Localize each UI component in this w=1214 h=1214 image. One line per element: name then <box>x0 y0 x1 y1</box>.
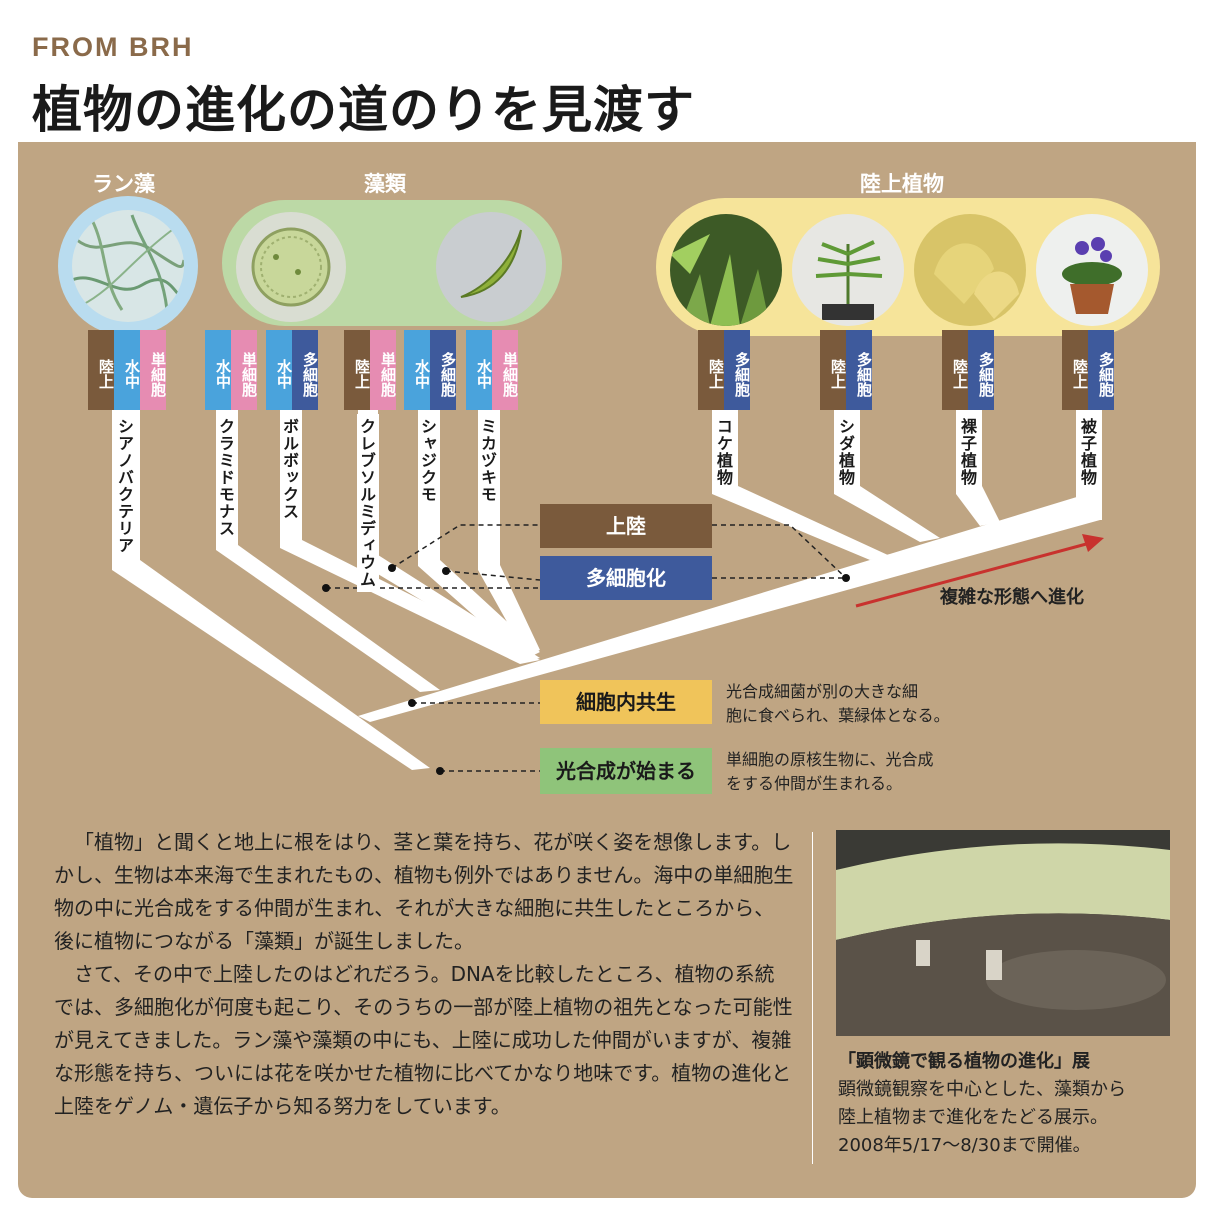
tag-multi-cell: 多細胞 <box>292 330 319 410</box>
ginkgo-photo <box>914 214 1026 326</box>
note-endosymbiosis-line-2: 胞に食べられ、葉緑体となる。 <box>726 706 950 725</box>
note-photosynthesis: 単細胞の原核生物に、光合成 をする仲間が生まれる。 <box>726 748 934 796</box>
tag-multi-cell: 多細胞 <box>724 330 751 410</box>
tag-land: 陸上 <box>820 330 847 410</box>
caption-line-1: 顕微鏡観察を中心とした、藻類から <box>838 1079 1126 1100</box>
tag-single-cell: 単細胞 <box>492 330 519 410</box>
complexity-arrowhead <box>1082 534 1104 552</box>
organism-name-chlamydomonas: クラミドモナス <box>216 414 238 541</box>
tag-land: 陸上 <box>942 330 969 410</box>
trunk-branch <box>358 496 1100 722</box>
caption-line-2: 陸上植物まで進化をたどる展示。 <box>838 1107 1108 1128</box>
complexity-arrow <box>855 541 1091 608</box>
organism-name-cyanobacteria: シアノバクテリア <box>115 414 137 558</box>
tag-single-cell: 単細胞 <box>370 330 397 410</box>
branch-moss <box>712 410 890 560</box>
tag-land: 陸上 <box>698 330 725 410</box>
organism-name-volvox: ボルボックス <box>280 414 302 524</box>
event-endosymbiosis: 細胞内共生 <box>540 680 712 724</box>
branch-cyanobacteria <box>112 410 430 770</box>
photo-caption: 「顕微鏡で観る植物の進化」展 顕微鏡観察を中心とした、藻類から 陸上植物まで進化… <box>838 1048 1178 1160</box>
page-title: 植物の進化の道のりを見渡す <box>32 81 695 139</box>
organism-name-gymnosperm: 裸子植物 <box>958 414 980 490</box>
tag-water: 水中 <box>404 330 431 410</box>
tag-land: 陸上 <box>1062 330 1089 410</box>
tag-land: 陸上 <box>88 330 115 410</box>
note-endosymbiosis-line-1: 光合成細菌が別の大きな細 <box>726 682 919 701</box>
volvox-photo <box>236 212 346 322</box>
cyanobacteria-photo <box>72 210 184 322</box>
fern-photo <box>792 214 904 326</box>
tag-water: 水中 <box>205 330 232 410</box>
moss-photo <box>670 214 782 326</box>
column-divider <box>812 832 813 1164</box>
organism-name-moss: コケ植物 <box>714 414 736 490</box>
arrow-label: 複雑な形態へ進化 <box>940 587 1084 608</box>
organism-name-chara: シャジクモ <box>418 414 440 507</box>
body-paragraph-2: さて、その中で上陸したのはどれだろう。DNAを比較したところ、植物の系統では、多… <box>54 962 793 1118</box>
organism-name-closterium: ミカヅキモ <box>478 414 500 507</box>
caption-title: 「顕微鏡で観る植物の進化」展 <box>838 1051 1090 1072</box>
tag-water: 水中 <box>114 330 141 410</box>
tag-water: 水中 <box>266 330 293 410</box>
event-photosynthesis: 光合成が始まる <box>540 748 712 794</box>
organism-name-fern: シダ植物 <box>836 414 858 490</box>
tag-single-cell: 単細胞 <box>231 330 258 410</box>
event-land: 上陸 <box>540 504 712 548</box>
organism-name-angiosperm: 被子植物 <box>1078 414 1100 490</box>
tag-water: 水中 <box>466 330 493 410</box>
tag-multi-cell: 多細胞 <box>968 330 995 410</box>
group-label-cyanobacteria: ラン藻 <box>92 172 155 196</box>
tag-multi-cell: 多細胞 <box>1088 330 1115 410</box>
tag-multi-cell: 多細胞 <box>430 330 457 410</box>
group-label-algae: 藻類 <box>364 172 406 196</box>
body-paragraph-1: 「植物」と聞くと地上に根をはり、茎と葉を持ち、花が咲く姿を想像します。しかし、生… <box>54 830 794 953</box>
organism-name-klebsormidium: クレブソルミディウム <box>357 414 379 592</box>
closterium-photo <box>436 212 546 322</box>
tag-land: 陸上 <box>344 330 371 410</box>
body-text: 「植物」と聞くと地上に根をはり、茎と葉を持ち、花が咲く姿を想像します。しかし、生… <box>54 826 794 1123</box>
note-endosymbiosis: 光合成細菌が別の大きな細 胞に食べられ、葉緑体となる。 <box>726 680 950 728</box>
group-label-land-plants: 陸上植物 <box>860 172 944 196</box>
flowering-plant-photo <box>1036 214 1148 326</box>
event-multicell: 多細胞化 <box>540 556 712 600</box>
tag-single-cell: 単細胞 <box>140 330 167 410</box>
exhibition-photo <box>836 830 1170 1036</box>
note-photosynthesis-line-1: 単細胞の原核生物に、光合成 <box>726 750 934 769</box>
tag-multi-cell: 多細胞 <box>846 330 873 410</box>
kicker: FROM BRH <box>32 32 194 62</box>
caption-line-3: 2008年5/17〜8/30まで開催。 <box>838 1135 1091 1156</box>
note-photosynthesis-line-2: をする仲間が生まれる。 <box>726 774 903 793</box>
